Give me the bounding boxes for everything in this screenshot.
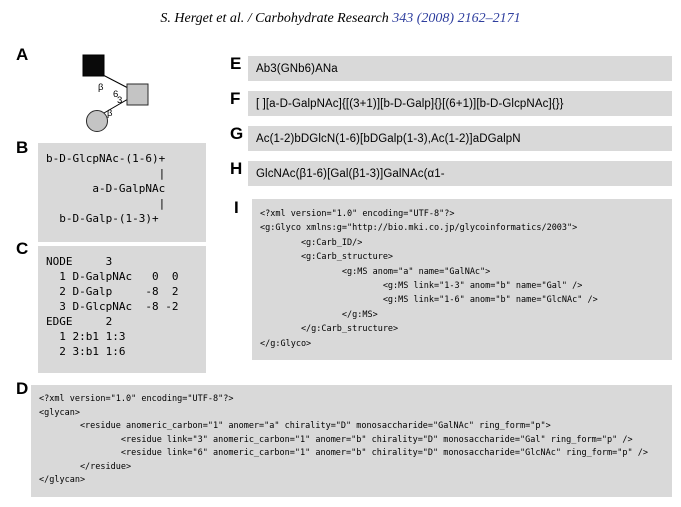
panel-label-h: H <box>230 159 243 178</box>
running-head: S. Herget et al. / Carbohydrate Research… <box>0 11 681 27</box>
gal-gray-circle-icon <box>86 110 108 132</box>
panel-g-text: Ac(1-2)bDGlcN(1-6)[bDGalp(1-3),Ac(1-2)]a… <box>256 132 521 145</box>
panel-label-e: E <box>230 54 242 73</box>
bond-line-gal <box>103 98 129 114</box>
panel-label-i: I <box>234 198 239 217</box>
panel-e-text: Ab3(GNb6)ANa <box>256 62 338 75</box>
panel-label-c: C <box>16 239 29 258</box>
anomer-label-glcnac: β <box>98 82 104 93</box>
panel-i-box: <?xml version="1.0" encoding="UTF-8"?> <… <box>252 199 672 360</box>
panel-i-code: <?xml version="1.0" encoding="UTF-8"?> <… <box>260 209 598 349</box>
panel-label-d: D <box>16 379 29 398</box>
running-head-text: S. Herget et al. / Carbohydrate Research <box>160 11 389 26</box>
panel-d-box: <?xml version="1.0" encoding="UTF-8"?> <… <box>31 385 672 497</box>
panel-label-f: F <box>230 89 241 108</box>
panel-b-box: b-D-GlcpNAc-(1-6)+ | a-D-GalpNAc | b-D-G… <box>38 143 206 242</box>
panel-c-box: NODE 3 1 D-GalpNAc 0 0 2 D-Galp -8 2 3 D… <box>38 246 206 373</box>
cfg-glycan-diagram: β 6 β 3 <box>82 54 149 132</box>
panel-label-g: G <box>230 124 244 143</box>
panel-label-a: A <box>16 45 29 64</box>
glcnac-black-square-icon <box>82 54 105 77</box>
citation-link[interactable]: 343 (2008) 2162–2171 <box>392 11 521 26</box>
panel-g-box: Ac(1-2)bDGlcN(1-6)[bDGalp(1-3),Ac(1-2)]a… <box>248 126 672 151</box>
anomer-label-gal: β <box>107 108 113 119</box>
panel-b-code: b-D-GlcpNAc-(1-6)+ | a-D-GalpNAc | b-D-G… <box>46 152 166 225</box>
panel-h-text: GlcNAc(β1-6)[Gal(β1-3)]GalNAc(α1- <box>256 167 445 180</box>
galnac-gray-square-icon <box>126 83 149 106</box>
panel-f-text: [ ][a-D-GalpNAc]{[(3+1)][b-D-Galp]{}[(6+… <box>256 97 564 110</box>
panel-d-code: <?xml version="1.0" encoding="UTF-8"?> <… <box>39 394 648 485</box>
panel-e-box: Ab3(GNb6)ANa <box>248 56 672 81</box>
panel-c-code: NODE 3 1 D-GalpNAc 0 0 2 D-Galp -8 2 3 D… <box>46 255 179 358</box>
panel-f-box: [ ][a-D-GalpNAc]{[(3+1)][b-D-Galp]{}[(6+… <box>248 91 672 116</box>
panel-h-box: GlcNAc(β1-6)[Gal(β1-3)]GalNAc(α1- <box>248 161 672 186</box>
linkage-label-glcnac: 6 <box>113 89 118 100</box>
linkage-label-gal: 3 <box>117 95 122 106</box>
panel-label-b: B <box>16 138 29 157</box>
bond-line-glcnac <box>102 74 129 89</box>
